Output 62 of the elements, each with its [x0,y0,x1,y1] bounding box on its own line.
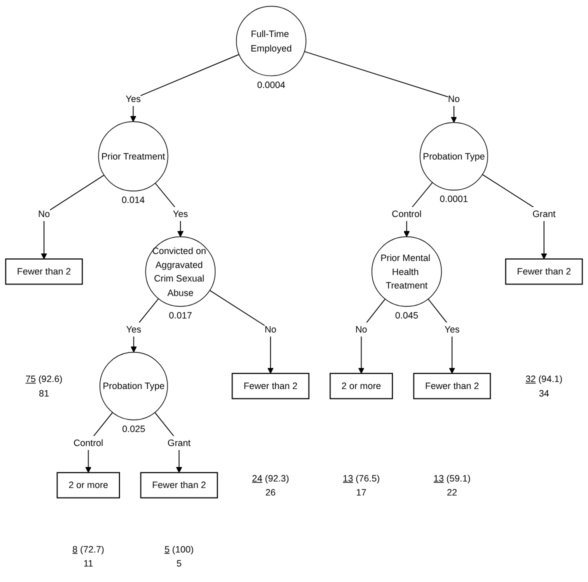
node-label: 13 [434,472,444,484]
node-label: 81 [38,387,50,398]
node-label: 22 [446,486,458,498]
arrow [304,51,458,123]
edge-label: No [355,324,368,334]
node-label: (76.5) [356,472,380,484]
node-circle: Prior Treatment [98,121,168,192]
node-label: 34 [538,387,550,398]
arrow [130,298,159,352]
edge-label: Yes [126,93,141,104]
node-label: (100) [172,544,194,554]
node-label: 11 [84,558,94,568]
node-box: 2 or more [330,372,393,400]
edge-label: Yes [172,208,188,220]
node-label: 13 [342,472,354,484]
arrow [428,298,456,374]
edge-label: Grant [168,437,191,448]
p-value-label: 0.045 [395,310,418,320]
edge-label: Control [73,437,104,448]
edge-label: Control [392,208,422,220]
arrow [482,174,548,260]
arrow [358,298,386,374]
edge-label: No [448,93,460,104]
p-value-label: 0.0004 [257,80,286,90]
node-label: (92.6) [38,374,62,384]
node-circle: Full-Time Employed [236,6,306,76]
node-label: 5 [164,544,170,554]
edge-label: No [264,324,276,334]
arrow [154,182,184,238]
node-circle: Convicted on Aggravated Crim Sexual Abuse [145,236,216,307]
node-box: 2 or more [56,472,120,498]
node-label: 17 [356,486,366,498]
edge-label: No [38,208,50,220]
arrow [154,412,182,473]
p-value-label: 0.025 [122,424,146,434]
node-box: Fewer than 2 [140,472,218,498]
node-label: 24 [252,472,262,484]
edge-label: Yes [444,324,460,334]
p-value-label: 0.017 [168,310,192,320]
node-label: (92.3) [264,472,290,484]
node-label: 26 [265,486,276,498]
p-value-label: 0.0001 [440,194,468,204]
p-value-label: 0.014 [122,195,145,206]
node-label: 32 [526,374,536,384]
node-circle: Prior Mental Health Treatment [372,236,442,307]
node-label: 8 [72,544,78,554]
node-box: Fewer than 2 [505,258,583,285]
node-box: Fewer than 2 [5,258,83,285]
edge-label: Yes [126,324,142,334]
edge-label: Grant [532,208,556,220]
node-box: Fewer than 2 [232,372,310,400]
arrow [209,290,274,374]
node-label: (94.1) [538,374,562,384]
node-label: 5 [176,558,182,568]
node-label: 75 [26,374,36,384]
node-label: (59.1) [446,472,471,484]
node-box: Fewer than 2 [413,372,491,400]
node-circle: Probation Type [100,352,168,420]
node-label: (72.7) [80,544,104,554]
arrow [40,174,104,260]
node-circle: Probation Type [420,122,488,190]
arrow [130,54,240,122]
